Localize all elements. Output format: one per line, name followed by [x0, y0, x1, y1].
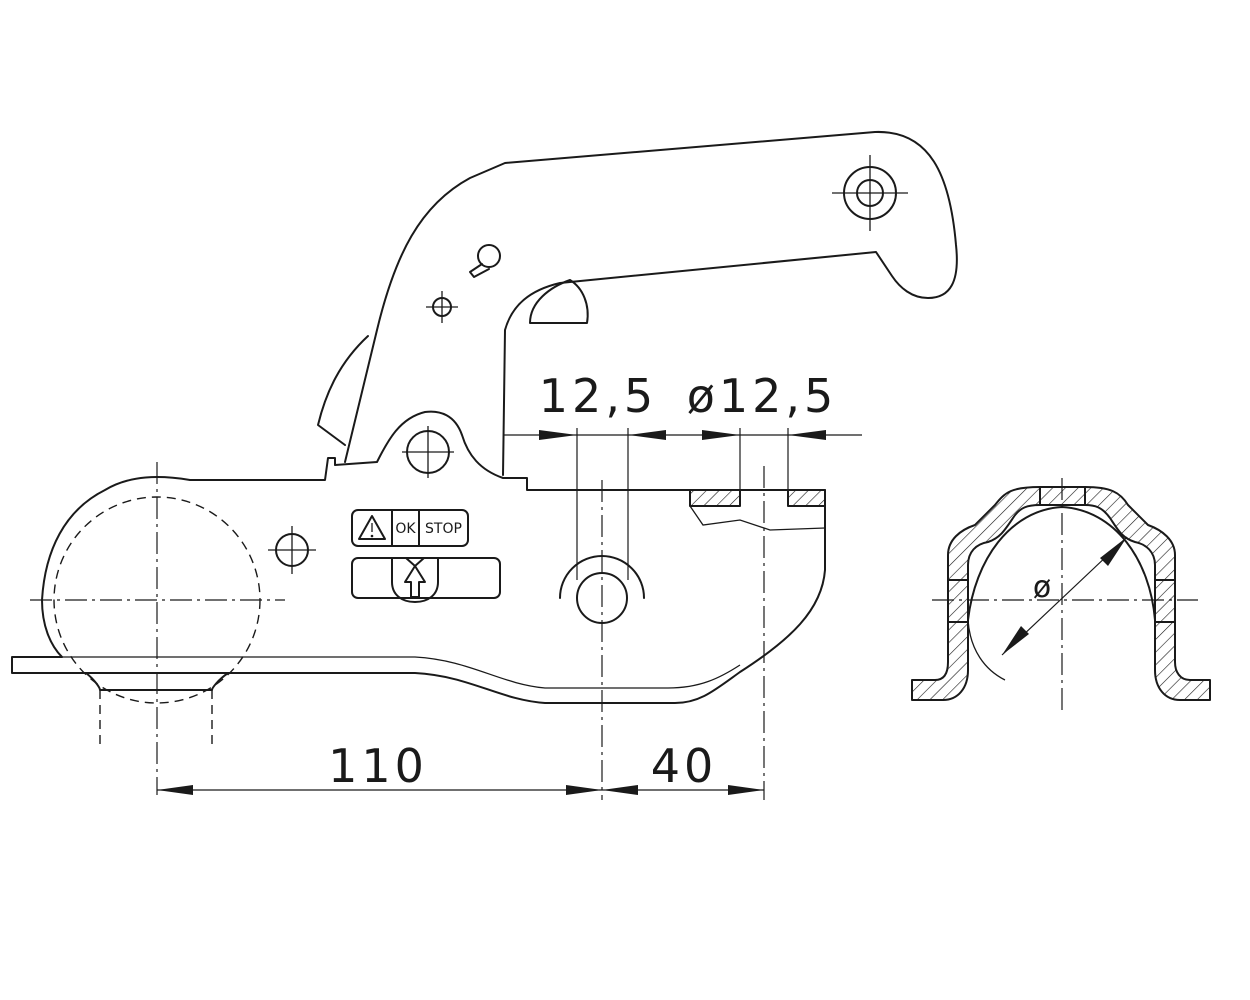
- ok-label: OK: [395, 521, 416, 537]
- safety-indicator: OK STOP: [351, 509, 469, 547]
- section-diameter-symbol: ø: [1033, 570, 1051, 605]
- ball-to-hole-value: 110: [328, 739, 428, 793]
- coupling-body: [11, 410, 826, 704]
- hole-to-end-value: 40: [651, 739, 718, 793]
- dim-bottom: 110 40: [157, 739, 764, 795]
- stop-label: STOP: [425, 521, 462, 537]
- body-small-hole: [268, 526, 316, 574]
- indicator-slider: [351, 557, 501, 603]
- coupling-handle: [317, 130, 958, 476]
- cross-section-view: ø: [911, 478, 1211, 712]
- dim-hole-diameter: ø12,5: [687, 369, 838, 490]
- keyhole-slot: [469, 244, 501, 278]
- front-section: [689, 489, 826, 531]
- hole-spacing-value: 12,5: [539, 369, 657, 423]
- small-hole-handle: [426, 291, 458, 323]
- tow-ball-phantom: [30, 462, 285, 795]
- arrow-up-icon: [404, 565, 426, 598]
- handle-notch: [529, 279, 589, 324]
- dim-hole-spacing: 12,5: [503, 369, 862, 580]
- hole-diameter-value: ø12,5: [687, 369, 838, 423]
- side-latch: [317, 335, 369, 446]
- warning-icon: [358, 515, 386, 540]
- handle-pivot-bolt: [832, 155, 908, 231]
